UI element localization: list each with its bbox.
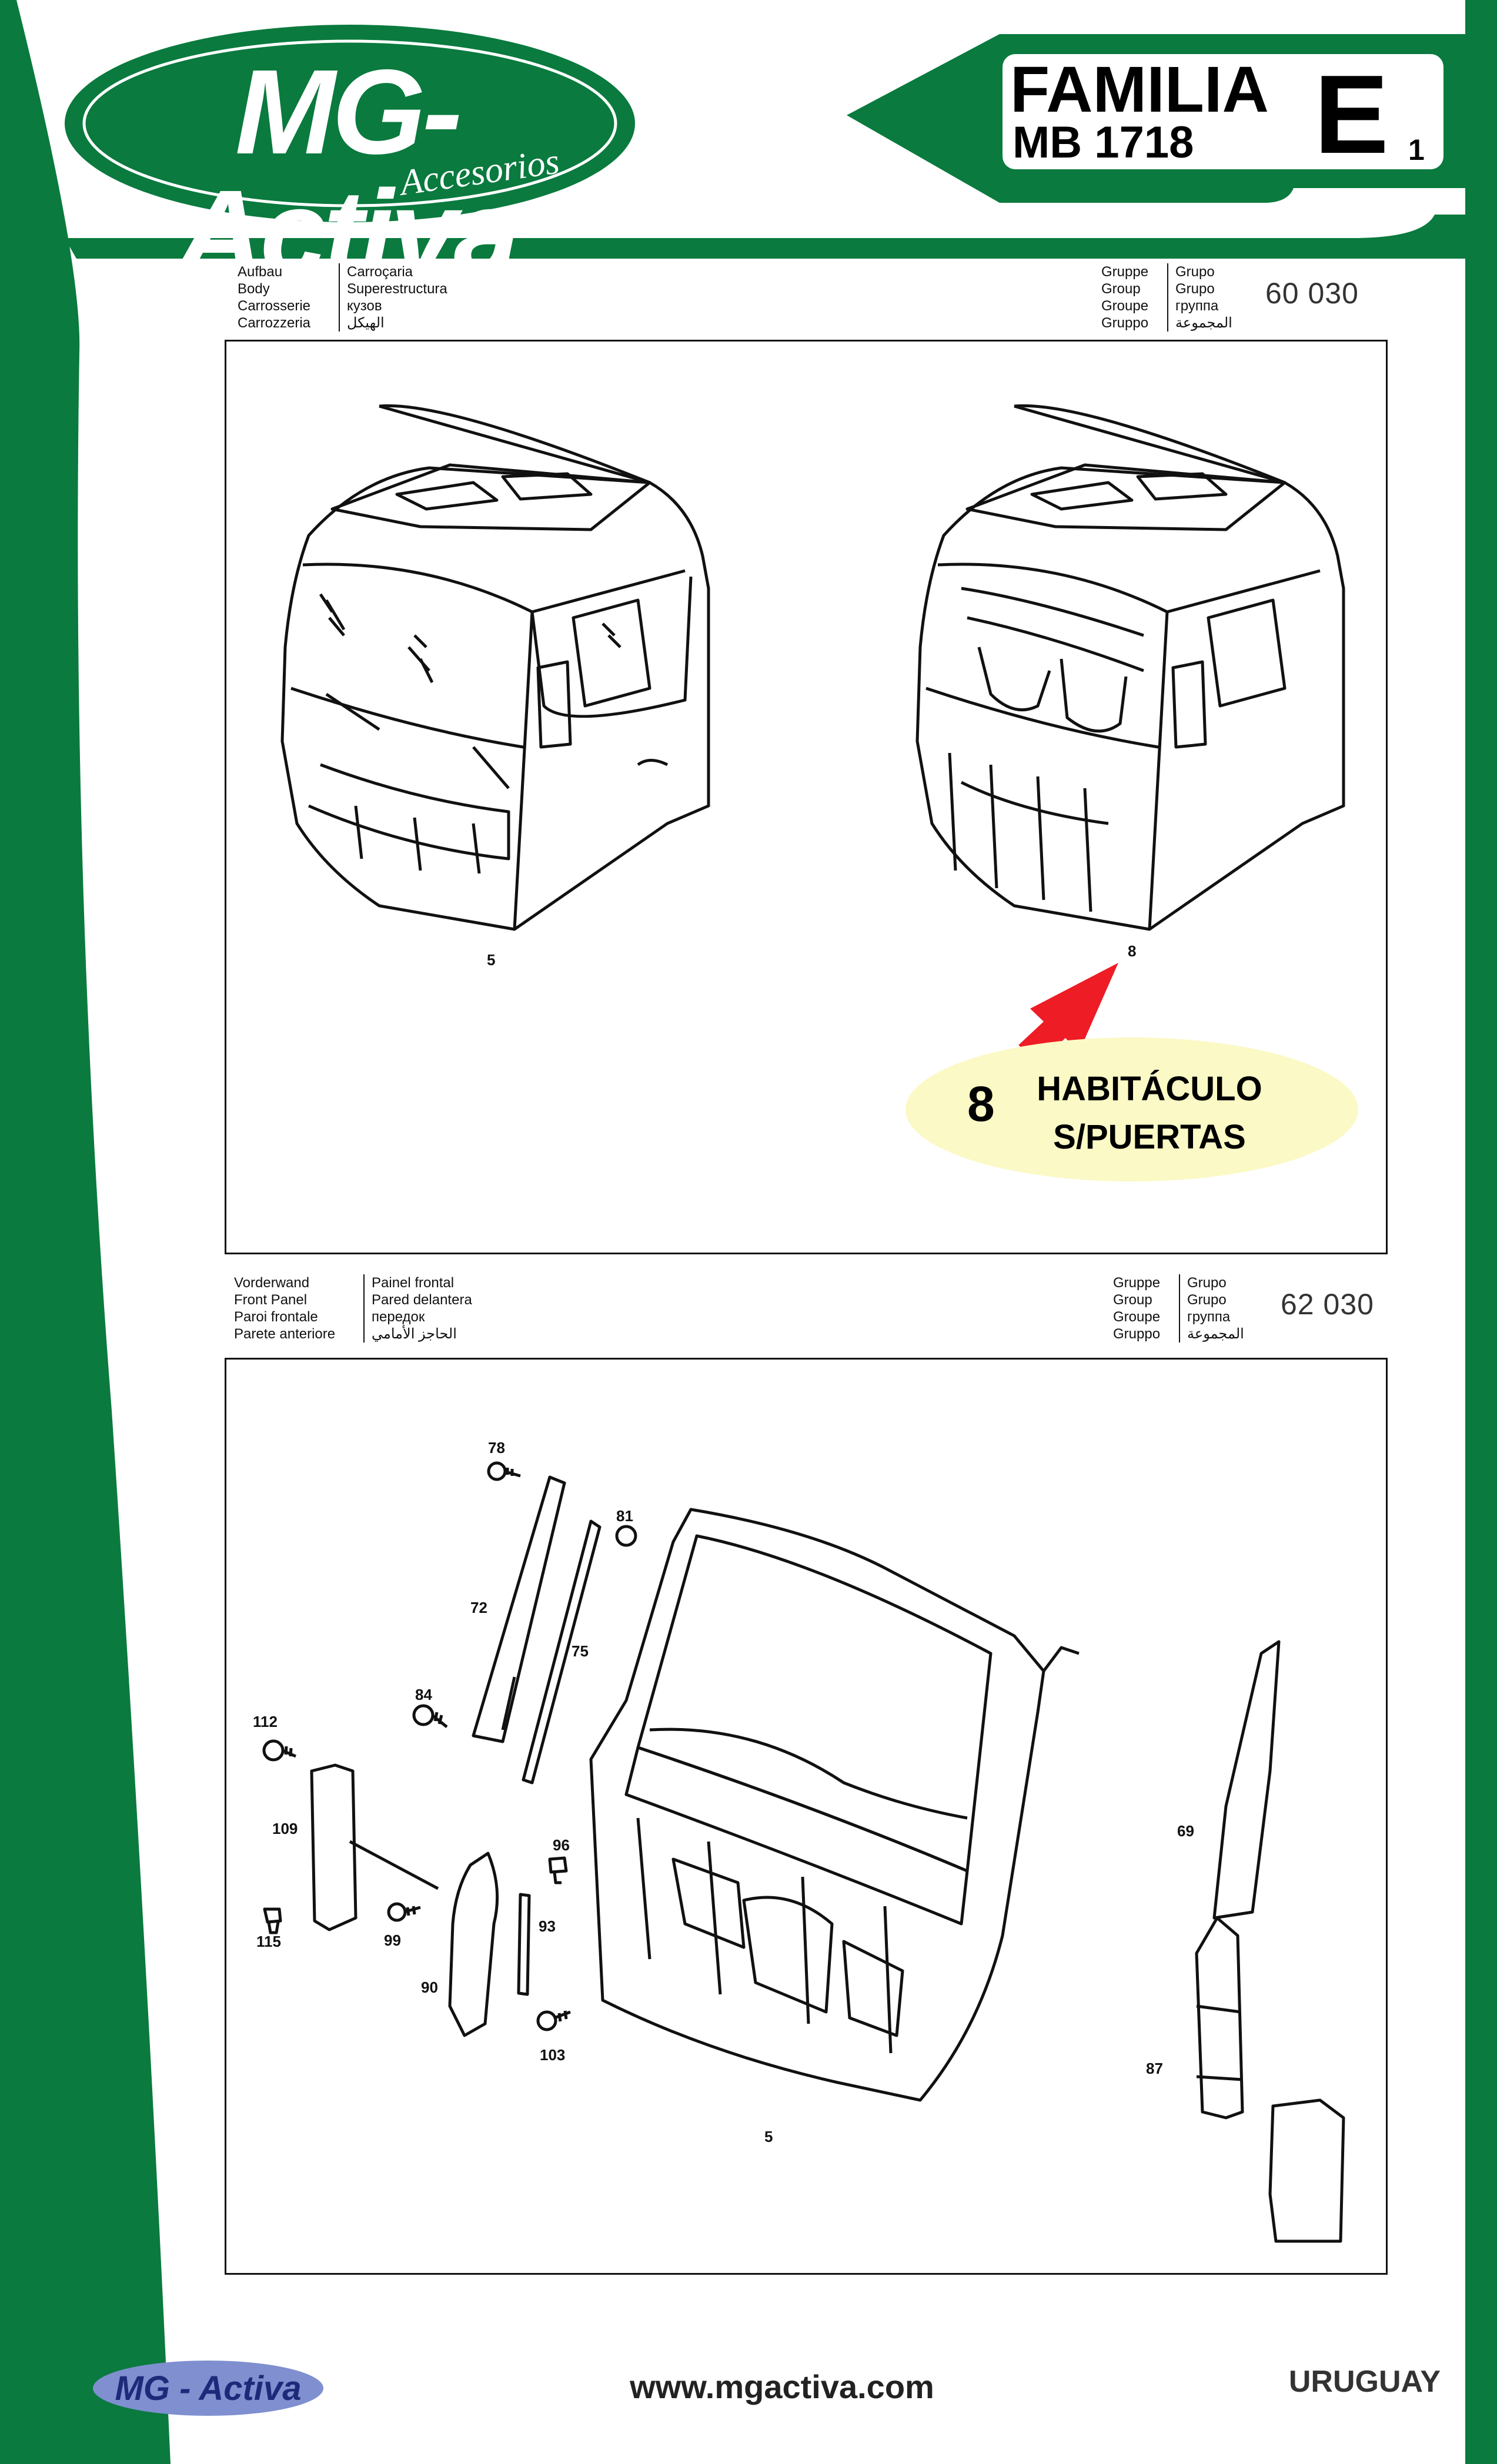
family-model: MB 1718 bbox=[1013, 118, 1194, 168]
section-b-group-number: 62 030 bbox=[1281, 1288, 1374, 1321]
footer-country: URUGUAY bbox=[1288, 2365, 1441, 2399]
section-a-group-number: 60 030 bbox=[1265, 277, 1359, 310]
part-label-78: 78 bbox=[488, 1439, 505, 1457]
section-a-names: Aufbau Body Carrosserie Carrozzeria Carr… bbox=[238, 263, 590, 334]
part-label-72: 72 bbox=[470, 1599, 487, 1616]
footer-logo-text: MG - Activa bbox=[115, 2369, 302, 2408]
part-label-115: 115 bbox=[256, 1933, 281, 1950]
family-letter: E bbox=[1314, 52, 1389, 177]
part-label-109: 109 bbox=[272, 1820, 298, 1837]
diagram-panel-body bbox=[225, 340, 1388, 1254]
left-green-band bbox=[0, 0, 171, 2464]
cab-complete-drawing bbox=[280, 404, 710, 931]
callout-line-2: S/PUERTAS bbox=[1053, 1118, 1246, 1156]
part-label-8: 8 bbox=[1128, 942, 1137, 960]
part-label-84: 84 bbox=[415, 1686, 432, 1703]
family-box bbox=[1003, 54, 1443, 169]
footer-website[interactable]: www.mgactiva.com bbox=[630, 2368, 934, 2405]
part-label-99: 99 bbox=[384, 1931, 401, 1949]
cab-drawings bbox=[280, 404, 1345, 931]
brand-logo: MG-Activa bbox=[176, 45, 520, 300]
part-label-90: 90 bbox=[421, 1978, 438, 1996]
right-green-strip bbox=[1465, 0, 1497, 2464]
section-b-names: Vorderwand Front Panel Paroi frontale Pa… bbox=[234, 1274, 610, 1345]
front-panel-drawing bbox=[262, 1461, 1345, 2243]
screw-99 bbox=[387, 1902, 421, 1922]
screw-84 bbox=[412, 1704, 448, 1728]
section-a-group: Gruppe Group Groupe Gruppo Grupo Grupo г… bbox=[1101, 263, 1266, 334]
section-b-group: Gruppe Group Groupe Gruppo Grupo Grupo г… bbox=[1113, 1274, 1278, 1345]
part-label-81: 81 bbox=[616, 1507, 633, 1525]
family-subscript: 1 bbox=[1408, 133, 1425, 166]
screw-103 bbox=[536, 2010, 571, 2031]
part-label-5b: 5 bbox=[764, 2128, 773, 2145]
clip-81 bbox=[615, 1525, 637, 1547]
family-label: FAMILIA bbox=[1010, 53, 1269, 126]
part-label-69: 69 bbox=[1177, 1822, 1194, 1840]
part-label-103: 103 bbox=[540, 2046, 566, 2064]
callout-text: HABITÁCULO S/PUERTAS bbox=[1032, 1065, 1267, 1161]
screw-112 bbox=[262, 1739, 296, 1762]
part-label-75: 75 bbox=[572, 1642, 589, 1660]
part-label-96: 96 bbox=[553, 1836, 570, 1854]
part-label-5: 5 bbox=[487, 951, 496, 969]
footer-logo-ellipse bbox=[93, 2361, 323, 2416]
clip-96 bbox=[548, 1856, 568, 1884]
callout-number: 8 bbox=[967, 1076, 995, 1131]
screw-78 bbox=[487, 1461, 521, 1481]
callout-bubble bbox=[905, 1037, 1358, 1181]
cab-shell-drawing bbox=[915, 404, 1345, 931]
diagram-panel-front bbox=[225, 1358, 1388, 2275]
part-label-93: 93 bbox=[539, 1917, 556, 1935]
part-label-112: 112 bbox=[253, 1713, 278, 1730]
clip-115 bbox=[263, 1907, 282, 1934]
callout-line-1: HABITÁCULO bbox=[1037, 1070, 1262, 1108]
part-label-87: 87 bbox=[1146, 2060, 1163, 2077]
